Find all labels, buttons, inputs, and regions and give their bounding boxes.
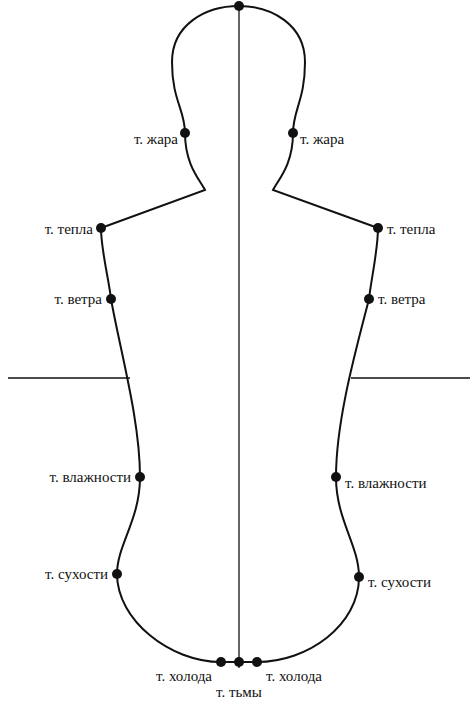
point-dot (135, 472, 145, 482)
point-dot (354, 572, 364, 582)
point-dot (331, 472, 341, 482)
divider-line (8, 377, 130, 378)
point-label: т. тьмы (215, 684, 263, 701)
point-label: т. ветра (377, 291, 426, 308)
point-dot (252, 657, 262, 667)
point-dot (364, 294, 374, 304)
point-dot (288, 128, 298, 138)
point-label: т. жара (133, 131, 179, 148)
point-label: т. тепла (386, 221, 436, 238)
point-dot (373, 223, 383, 233)
point-label: т. сухости (367, 574, 432, 591)
center-line (238, 6, 239, 668)
point-dot (234, 657, 244, 667)
point-label: т. влажности (49, 469, 132, 486)
divider-line (351, 377, 470, 378)
point-label: т. сухости (44, 566, 109, 583)
point-dot (216, 657, 226, 667)
point-dot (112, 569, 122, 579)
point-label: т. холода (155, 668, 213, 685)
point-dot (106, 294, 116, 304)
point-label: т. тепла (44, 221, 94, 238)
point-label: т. холода (265, 668, 323, 685)
point-label: т. влажности (344, 475, 427, 492)
point-label: т. жара (299, 131, 345, 148)
point-dot (234, 1, 244, 11)
point-dot (180, 128, 190, 138)
point-dots (96, 1, 383, 667)
point-label: т. ветра (54, 291, 103, 308)
body-outline (101, 6, 378, 662)
point-dot (96, 223, 106, 233)
